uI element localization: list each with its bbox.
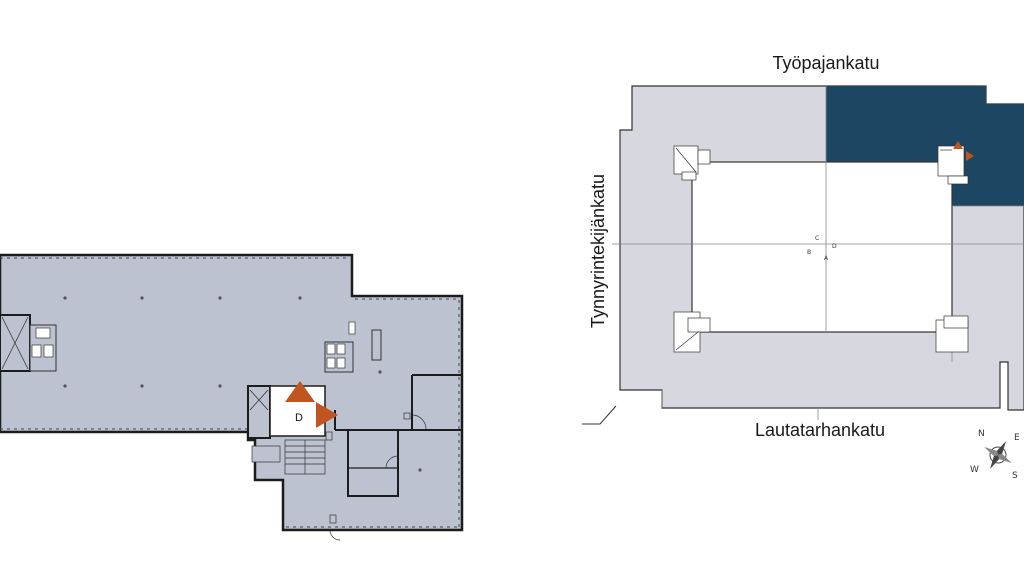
street-label-south: Lautatarhankatu [755, 420, 885, 440]
middle-wc-core [324, 321, 382, 373]
stair-label: D [295, 412, 303, 424]
core-southeast [935, 315, 969, 353]
compass-north: N [978, 429, 985, 439]
compass-east: E [1014, 433, 1020, 443]
stair-core-d: D [247, 385, 326, 475]
column-grid [63, 296, 422, 472]
highlighted-section [826, 86, 1024, 206]
compass-south: S [1012, 471, 1018, 481]
section-label-b: B [807, 249, 811, 256]
site-plan: C D B A Työpajankatu La [582, 53, 1024, 440]
door-swings [325, 412, 427, 541]
compass-west: W [970, 465, 979, 475]
compass-rose [984, 441, 1012, 469]
entrance-arrow-right [316, 402, 338, 428]
left-core [0, 314, 57, 372]
section-label-a: A [824, 255, 829, 262]
site-entrance-arrow-right [966, 151, 974, 161]
detail-floor-plan: D [0, 253, 464, 541]
street-label-west: Tynnyrintekijänkatu [588, 174, 608, 328]
street-label-north: Työpajankatu [772, 53, 879, 73]
core-southwest [673, 311, 711, 353]
entrance-arrow-up [285, 381, 315, 402]
site-entrance-arrow-up [953, 141, 963, 149]
detail-floor-area [0, 253, 464, 532]
core-northwest [673, 145, 711, 181]
courtyard [691, 161, 953, 333]
section-lines [612, 86, 1024, 420]
core-northeast [937, 145, 969, 185]
site-access-line [582, 405, 617, 425]
section-label-c: C [815, 235, 819, 242]
section-label-d: D [832, 243, 837, 250]
